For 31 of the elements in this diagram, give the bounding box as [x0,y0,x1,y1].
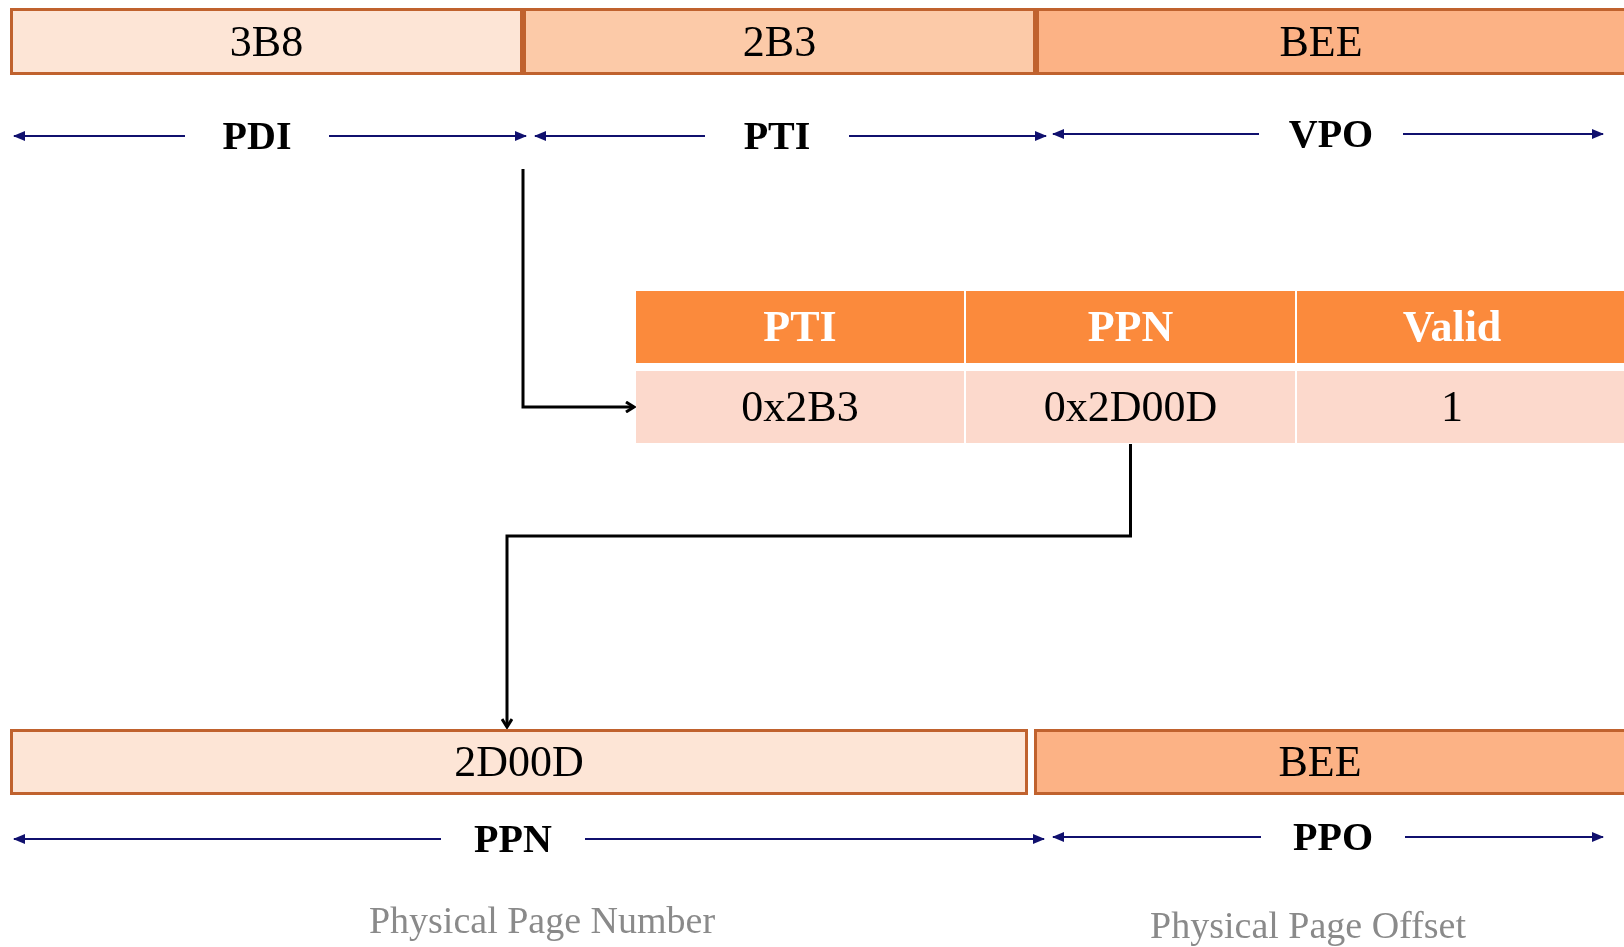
table-header-cell [966,291,1295,363]
field-value: BEE [1279,19,1363,64]
field-value: PTI [763,305,837,349]
field-value: PPN [1087,305,1174,349]
field-name-label: PPN [474,819,552,859]
address-field-box [10,729,1028,795]
address-field-box [10,8,523,75]
field-name-label: PTI [743,116,811,156]
field-value: BEE [1278,740,1362,784]
field-value: 0x2D00D [1043,385,1218,429]
field-value: 2D00D [454,740,584,784]
table-cell [966,371,1295,443]
arrow [500,444,1132,729]
field-value: 2B3 [742,19,817,64]
address-field-box [1034,729,1624,795]
address-field-box [523,8,1036,75]
caption: Physical Page Offset [1150,906,1466,944]
table-cell [636,371,964,443]
table-cell [1297,371,1624,443]
table-header-cell [636,291,964,363]
field-value: 1 [1441,385,1463,429]
field-name-label: PDI [222,116,292,156]
field-name-label: PPO [1293,817,1373,857]
table-header-cell [1297,291,1624,363]
caption: Physical Page Number [368,901,716,939]
field-value: 3B8 [229,19,304,64]
field-value: Valid [1402,305,1502,349]
address-field-box [1036,8,1624,75]
field-name-label: VPO [1288,114,1374,154]
field-value: 0x2B3 [741,385,859,429]
arrow [521,169,636,414]
